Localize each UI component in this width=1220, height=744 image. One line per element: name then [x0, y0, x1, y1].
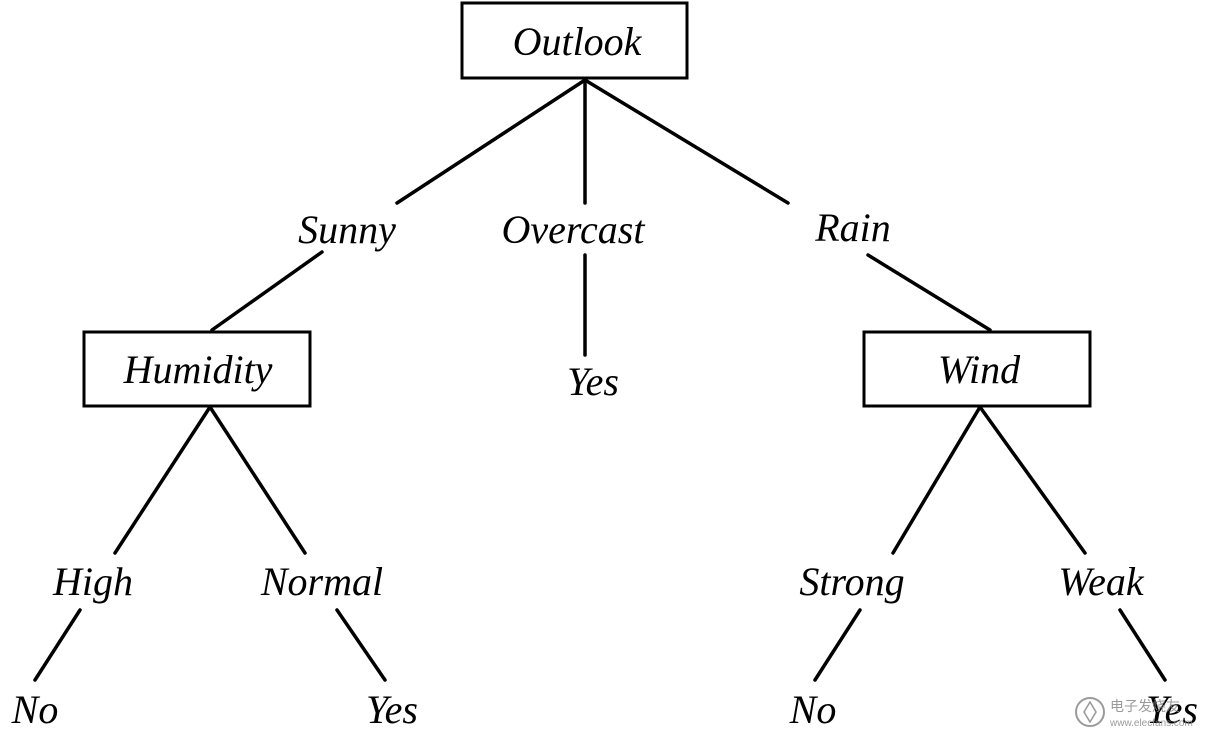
leaf-label-overcast-yes: Yes — [567, 359, 619, 404]
leaf-label-normal-yes: Yes — [366, 687, 418, 732]
watermark: 电子发烧友 www.elecfans.com — [1075, 697, 1193, 729]
watermark-url: www.elecfans.com — [1109, 718, 1193, 729]
edge-label-high: High — [52, 559, 133, 604]
edge-wind-strong-upper — [891, 405, 982, 555]
node-humidity-box — [82, 330, 312, 408]
edge-wind-weak-upper — [978, 405, 1087, 555]
leaf-label-weak-yes: Yes — [1146, 687, 1198, 732]
node-humidity-label: Humidity — [123, 347, 273, 392]
leaf-labels: Yes No Yes No Yes — [11, 359, 1198, 732]
edge-label-sunny: Sunny — [298, 207, 396, 252]
node-outlook-label: Outlook — [513, 19, 643, 64]
edge-label-weak: Weak — [1058, 559, 1144, 604]
edge-outlook-sunny-upper — [395, 78, 587, 205]
node-wind-box — [862, 330, 1092, 408]
edge-label-overcast: Overcast — [502, 207, 646, 252]
leaf-label-strong-no: No — [789, 687, 837, 732]
watermark-title: 电子发烧友 — [1110, 698, 1180, 714]
edge-humidity-high-lower — [33, 608, 82, 682]
edge-label-rain: Rain — [814, 205, 891, 250]
node-wind: Wind — [862, 330, 1092, 408]
edge-humidity-normal-upper — [208, 405, 307, 555]
node-wind-label: Wind — [938, 347, 1021, 392]
edge-outlook-rain-upper — [583, 78, 790, 205]
leaf-label-high-no: No — [11, 687, 59, 732]
node-humidity: Humidity — [82, 330, 312, 408]
edge-humidity-high-upper — [113, 405, 212, 555]
edge-humidity-normal-lower — [335, 608, 387, 682]
edge-label-normal: Normal — [260, 559, 383, 604]
edge-labels: Sunny Overcast Rain High Normal Strong W… — [52, 205, 1145, 604]
edge-label-strong: Strong — [799, 559, 904, 604]
node-outlook: Outlook — [460, 1, 689, 80]
node-outlook-box — [460, 1, 689, 80]
edge-outlook-sunny-lower — [210, 250, 324, 332]
edge-outlook-rain-lower — [866, 253, 992, 332]
edges — [33, 78, 1167, 682]
edge-wind-weak-lower — [1118, 608, 1167, 682]
edge-wind-strong-lower — [813, 608, 862, 682]
watermark-logo-icon — [1075, 697, 1105, 727]
